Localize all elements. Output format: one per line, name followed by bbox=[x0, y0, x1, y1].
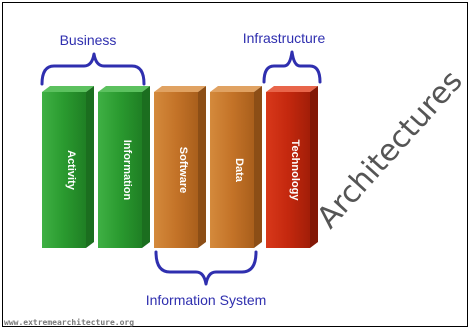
infrastructure-label: Infrastructure bbox=[243, 30, 326, 46]
architectures-title: Architectures bbox=[310, 64, 469, 236]
column-label-information: Information bbox=[121, 140, 133, 201]
slide-frame bbox=[2, 2, 468, 327]
infrastructure-brace bbox=[262, 50, 322, 84]
business-brace bbox=[40, 52, 146, 86]
column-software: Software bbox=[154, 86, 206, 248]
column-data: Data bbox=[210, 86, 262, 248]
column-label-activity: Activity bbox=[65, 150, 77, 191]
business-label: Business bbox=[60, 32, 117, 48]
column-information: Information bbox=[98, 86, 150, 248]
column-label-software: Software bbox=[177, 147, 189, 193]
information-system-label: Information System bbox=[146, 292, 267, 308]
information-system-brace bbox=[154, 250, 258, 286]
column-label-technology: Technology bbox=[289, 140, 301, 202]
footer-url: www.extremearchitecture.org bbox=[4, 318, 135, 327]
column-label-data: Data bbox=[233, 158, 245, 183]
column-technology: Technology bbox=[266, 86, 318, 248]
column-activity: Activity bbox=[42, 86, 94, 248]
